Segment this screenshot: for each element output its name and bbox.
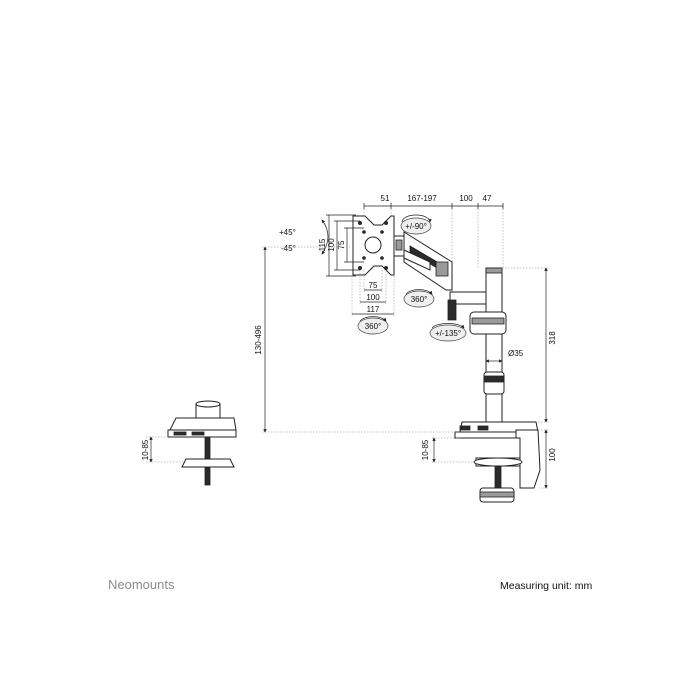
dim-arm-rotation: 360°: [411, 295, 428, 304]
arm-swivel-badge: +/-135°: [429, 323, 467, 342]
vesa-plate: [352, 215, 395, 276]
clamp-screw: [494, 465, 502, 489]
vesa-center-hub: [364, 236, 382, 254]
dim-tilt-up: +45°: [279, 228, 296, 237]
dim-tilt-down: -45°: [281, 244, 296, 253]
pole-clamp-ring: [483, 371, 505, 395]
dim-clamp-height: 100: [548, 448, 557, 462]
pole-bottom-section: [485, 393, 503, 423]
dim-arm-segment-d: 47: [483, 194, 492, 203]
tilt-arrow-icon: [321, 219, 329, 255]
dim-vesa-width-100: 100: [366, 293, 380, 302]
dim-vesa-outer-height: 115: [318, 238, 327, 251]
dim-arm-segment-a: 51: [381, 194, 390, 203]
arm-joint: [435, 261, 449, 277]
pole-middle-section: [485, 333, 503, 375]
measuring-unit-label: Measuring unit: mm: [500, 580, 593, 592]
dim-vesa-height-100: 100: [327, 238, 336, 252]
grommet-mount-detail: 10-85: [141, 400, 237, 486]
dim-pole-diameter: Ø35: [508, 349, 524, 358]
dim-arm-segment-b: 167-197: [407, 194, 437, 203]
vesa-vertical-dimensions: 115 100 75: [318, 214, 364, 277]
rotation-arrow-icon: [405, 289, 433, 295]
pole-top-section: [485, 267, 503, 315]
desk-clamp: [454, 421, 541, 503]
rotation-arrow-icon: [431, 323, 465, 329]
clamp-body: [515, 429, 541, 489]
dim-height-range: 130-496: [254, 325, 263, 355]
vesa-horizontal-dimensions: 75 100 117: [351, 270, 395, 316]
dim-swivel-head: +/-90°: [405, 222, 427, 231]
dim-clamp-thickness-left: 10-85: [141, 439, 150, 460]
arm-rotation-badge: 360°: [403, 289, 435, 308]
rotation-arrow-icon: [401, 214, 432, 223]
dim-clamp-thickness-right: 10-85: [421, 439, 430, 460]
dim-vesa-width-75: 75: [369, 281, 378, 290]
tilt-indicator: +45° -45°: [279, 219, 329, 255]
dim-vesa-height-75: 75: [337, 240, 346, 249]
dim-arm-segment-c: 100: [459, 194, 473, 203]
pole: Ø35: [469, 267, 524, 423]
dim-pole-height: 318: [548, 331, 557, 345]
swivel-head-badge: +/-90°: [400, 214, 432, 235]
plate-rotation-badge: 360°: [357, 316, 389, 335]
dim-vesa-outer-width: 117: [367, 305, 380, 314]
dim-arm-swivel: +/-135°: [435, 329, 461, 338]
top-dimension-chain: 51 167-197 100 47: [363, 194, 504, 300]
grommet-lower-plate: [181, 458, 235, 468]
dim-plate-rotation: 360°: [365, 322, 382, 331]
rotation-arrow-icon: [359, 316, 387, 322]
brand-logo-text: Neomounts: [108, 577, 175, 592]
grommet-top-plate: [169, 417, 237, 431]
height-dimensions: 130-496 318 100 10-85: [254, 246, 557, 489]
gas-spring-arm: [393, 231, 491, 321]
